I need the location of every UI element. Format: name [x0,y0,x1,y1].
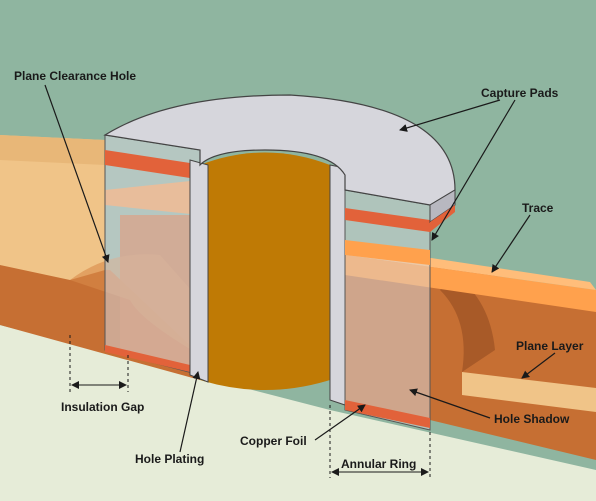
label-hole-plating: Hole Plating [135,452,204,466]
barrel-interior [200,152,330,390]
label-trace: Trace [522,201,554,215]
hole-plating-right [329,164,346,406]
left-bottom-copper [105,345,190,372]
leader-capture-pads-mid [431,99,516,241]
label-copper-foil: Copper Foil [240,434,307,448]
right-clearance-curve [440,275,495,372]
leader-trace [491,214,531,273]
leader-hole-plating [179,371,201,453]
right-top-copper [345,208,430,232]
leader-plane-layer [521,352,556,379]
dimension-annular-ring [329,405,431,478]
label-hole-shadow: Hole Shadow [494,412,570,426]
right-mid-pad [345,240,430,265]
hole-shadow-right [345,250,430,420]
plane-layer [462,372,596,412]
trace [345,255,596,312]
leader-capture-pads-top [399,99,501,132]
left-slab-top [0,135,105,280]
right-bottom-copper [345,400,430,428]
leader-hole-shadow [409,388,491,419]
background-bottom [0,325,596,501]
label-insulation-gap: Insulation Gap [61,400,144,414]
label-plane-layer: Plane Layer [516,339,584,353]
hole-plating-left [189,159,209,383]
dimension-insulation-gap [69,335,129,392]
label-capture-pads: Capture Pads [481,86,559,100]
left-slab-upper [0,135,105,165]
label-plane-clearance-hole: Plane Clearance Hole [14,69,136,83]
leader-copper-foil [314,404,366,441]
leader-lines [44,84,556,453]
left-top-copper [105,150,190,178]
label-annular-ring: Annular Ring [341,457,416,471]
top-annular-pad [103,94,456,206]
leader-plane-clearance-hole [44,84,110,263]
